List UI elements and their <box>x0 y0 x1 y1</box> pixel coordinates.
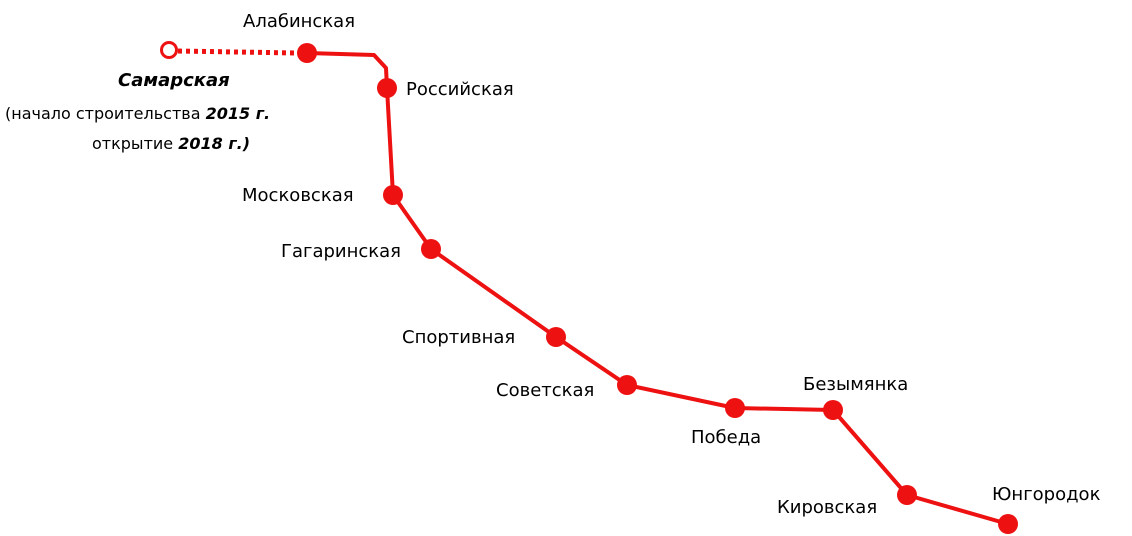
planned-station-marker <box>160 41 178 59</box>
station-label-kirovskaya: Кировская <box>777 497 877 518</box>
station-label-moskovskaya: Московская <box>242 185 354 206</box>
station-label-gagarinskaya: Гагаринская <box>281 241 401 262</box>
station-label-pobeda: Победа <box>691 427 761 448</box>
station-marker-moskovskaya[interactable] <box>383 185 403 205</box>
station-label-sportivnaya: Спортивная <box>402 327 515 348</box>
station-marker-rossiyskaya[interactable] <box>377 78 397 98</box>
station-marker-sportivnaya[interactable] <box>546 327 566 347</box>
metro-line-path <box>305 51 1010 526</box>
planned-station-label: Самарская <box>118 70 230 91</box>
station-label-sovetskaya: Советская <box>496 380 594 401</box>
planned-extension-segment <box>177 48 297 56</box>
note-opening-text: открытие <box>92 134 178 153</box>
station-marker-sovetskaya[interactable] <box>617 375 637 395</box>
station-marker-bezymyanka[interactable] <box>823 400 843 420</box>
station-label-bezymyanka: Безымянка <box>803 374 908 395</box>
station-marker-yungorodok[interactable] <box>998 514 1018 534</box>
station-marker-pobeda[interactable] <box>725 398 745 418</box>
station-marker-gagarinskaya[interactable] <box>421 239 441 259</box>
station-label-rossiyskaya: Российская <box>406 79 514 100</box>
note-construction-start-text: (начало строительства <box>5 104 206 123</box>
station-label-alabinskaya: Алабинская <box>243 11 355 32</box>
planned-station-note-line-1: (начало строительства 2015 г. <box>5 104 270 123</box>
note-opening-year: 2018 г.) <box>178 134 250 153</box>
planned-station-note-line-2: открытие 2018 г.) <box>92 134 250 153</box>
station-marker-kirovskaya[interactable] <box>897 485 917 505</box>
station-marker-alabinskaya[interactable] <box>297 43 317 63</box>
note-construction-start-year: 2015 г. <box>206 104 271 123</box>
station-label-yungorodok: Юнгородок <box>992 484 1101 505</box>
